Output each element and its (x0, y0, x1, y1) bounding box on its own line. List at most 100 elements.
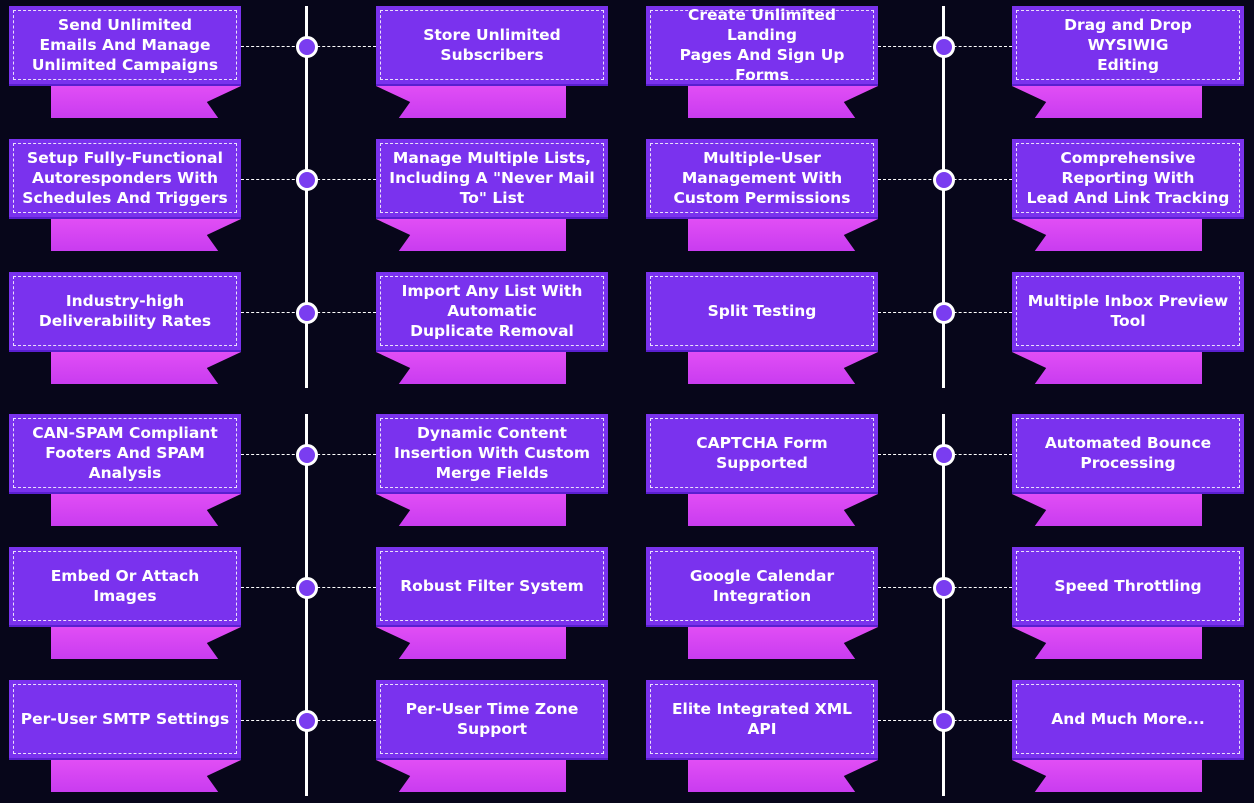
feature-card: Automated Bounce Processing (1012, 414, 1244, 526)
card-dashed-frame: Drag and Drop WYSIWIG Editing (1016, 10, 1240, 80)
card-ribbon (688, 760, 878, 792)
feature-card: Speed Throttling (1012, 547, 1244, 659)
feature-card: Store Unlimited Subscribers (376, 6, 608, 118)
card-box: And Much More... (1012, 680, 1244, 760)
card-dashed-frame: Manage Multiple Lists, Including A "Neve… (380, 143, 604, 213)
timeline-node (296, 36, 318, 58)
card-dashed-frame: Split Testing (650, 276, 874, 346)
timeline-node (296, 444, 318, 466)
card-box: Google Calendar Integration (646, 547, 878, 627)
timeline-node (296, 302, 318, 324)
feature-card: Comprehensive Reporting With Lead And Li… (1012, 139, 1244, 251)
feature-card: Embed Or Attach Images (9, 547, 241, 659)
feature-card: Setup Fully-Functional Autoresponders Wi… (9, 139, 241, 251)
card-label: Split Testing (707, 302, 817, 320)
card-ribbon (1012, 760, 1202, 792)
card-dashed-frame: Automated Bounce Processing (1016, 418, 1240, 488)
card-ribbon (376, 494, 566, 526)
card-box: Per-User Time Zone Support (376, 680, 608, 760)
card-ribbon (1012, 352, 1202, 384)
card-ribbon (376, 352, 566, 384)
card-dashed-frame: Import Any List With Automatic Duplicate… (380, 276, 604, 346)
card-ribbon (51, 86, 241, 118)
card-box: Create Unlimited Landing Pages And Sign … (646, 6, 878, 86)
card-label: Setup Fully-Functional Autoresponders Wi… (22, 149, 228, 207)
card-ribbon (688, 219, 878, 251)
timeline-line (305, 6, 308, 388)
feature-card: Dynamic Content Insertion With Custom Me… (376, 414, 608, 526)
card-box: Multiple-User Management With Custom Per… (646, 139, 878, 219)
card-label: Elite Integrated XML API (671, 700, 853, 738)
card-box: Setup Fully-Functional Autoresponders Wi… (9, 139, 241, 219)
card-box: Robust Filter System (376, 547, 608, 627)
card-dashed-frame: Dynamic Content Insertion With Custom Me… (380, 418, 604, 488)
feature-card: And Much More... (1012, 680, 1244, 792)
card-box: Split Testing (646, 272, 878, 352)
card-box: CAPTCHA Form Supported (646, 414, 878, 494)
feature-card: Elite Integrated XML API (646, 680, 878, 792)
card-label: Create Unlimited Landing Pages And Sign … (679, 6, 845, 84)
card-label: Automated Bounce Processing (1044, 434, 1212, 472)
card-label: Embed Or Attach Images (50, 567, 200, 605)
card-ribbon (376, 627, 566, 659)
card-dashed-frame: And Much More... (1016, 684, 1240, 754)
timeline-node (933, 577, 955, 599)
card-label: And Much More... (1051, 710, 1205, 728)
card-box: Multiple Inbox Preview Tool (1012, 272, 1244, 352)
card-dashed-frame: Comprehensive Reporting With Lead And Li… (1016, 143, 1240, 213)
feature-card: CAN-SPAM Compliant Footers And SPAM Anal… (9, 414, 241, 526)
card-label: Send Unlimited Emails And Manage Unlimit… (31, 16, 219, 74)
card-ribbon (376, 86, 566, 118)
feature-card: Send Unlimited Emails And Manage Unlimit… (9, 6, 241, 118)
feature-card: Multiple-User Management With Custom Per… (646, 139, 878, 251)
card-ribbon (688, 494, 878, 526)
card-label: Speed Throttling (1054, 577, 1202, 595)
card-ribbon (1012, 627, 1202, 659)
card-label: CAN-SPAM Compliant Footers And SPAM Anal… (32, 424, 218, 482)
card-dashed-frame: Multiple Inbox Preview Tool (1016, 276, 1240, 346)
card-label: Multiple Inbox Preview Tool (1027, 292, 1229, 330)
card-ribbon (688, 352, 878, 384)
card-dashed-frame: Multiple-User Management With Custom Per… (650, 143, 874, 213)
card-label: Multiple-User Management With Custom Per… (673, 149, 851, 207)
card-dashed-frame: Per-User SMTP Settings (13, 684, 237, 754)
card-dashed-frame: Embed Or Attach Images (13, 551, 237, 621)
card-label: Per-User Time Zone Support (405, 700, 579, 738)
card-dashed-frame: Speed Throttling (1016, 551, 1240, 621)
card-box: Store Unlimited Subscribers (376, 6, 608, 86)
feature-card: Drag and Drop WYSIWIG Editing (1012, 6, 1244, 118)
card-dashed-frame: Robust Filter System (380, 551, 604, 621)
card-box: Automated Bounce Processing (1012, 414, 1244, 494)
card-box: CAN-SPAM Compliant Footers And SPAM Anal… (9, 414, 241, 494)
card-ribbon (51, 352, 241, 384)
card-dashed-frame: Send Unlimited Emails And Manage Unlimit… (13, 10, 237, 80)
card-label: Robust Filter System (400, 577, 584, 595)
card-label: Store Unlimited Subscribers (423, 26, 561, 64)
card-dashed-frame: Per-User Time Zone Support (380, 684, 604, 754)
timeline-node (933, 169, 955, 191)
card-ribbon (688, 627, 878, 659)
card-dashed-frame: Create Unlimited Landing Pages And Sign … (650, 6, 874, 84)
card-box: Manage Multiple Lists, Including A "Neve… (376, 139, 608, 219)
timeline-line (942, 6, 945, 388)
card-dashed-frame: Google Calendar Integration (650, 551, 874, 621)
card-dashed-frame: CAPTCHA Form Supported (650, 418, 874, 488)
card-ribbon (51, 219, 241, 251)
card-ribbon (1012, 219, 1202, 251)
card-dashed-frame: Store Unlimited Subscribers (380, 10, 604, 80)
card-box: Speed Throttling (1012, 547, 1244, 627)
card-label: Drag and Drop WYSIWIG Editing (1064, 16, 1192, 74)
card-label: Manage Multiple Lists, Including A "Neve… (389, 149, 595, 207)
card-label: Industry-high Deliverability Rates (38, 292, 212, 330)
card-dashed-frame: Setup Fully-Functional Autoresponders Wi… (13, 143, 237, 213)
card-box: Comprehensive Reporting With Lead And Li… (1012, 139, 1244, 219)
card-label: Comprehensive Reporting With Lead And Li… (1026, 149, 1230, 207)
card-box: Industry-high Deliverability Rates (9, 272, 241, 352)
card-dashed-frame: CAN-SPAM Compliant Footers And SPAM Anal… (13, 418, 237, 488)
timeline-node (296, 169, 318, 191)
card-box: Per-User SMTP Settings (9, 680, 241, 760)
card-box: Embed Or Attach Images (9, 547, 241, 627)
card-label: CAPTCHA Form Supported (696, 434, 828, 472)
feature-card: CAPTCHA Form Supported (646, 414, 878, 526)
timeline-node (296, 577, 318, 599)
